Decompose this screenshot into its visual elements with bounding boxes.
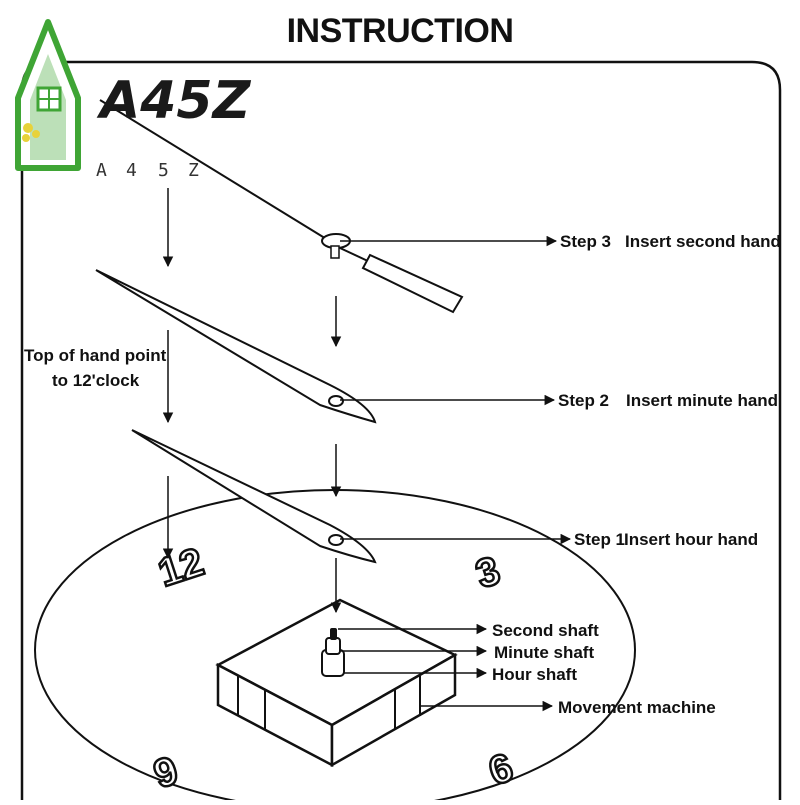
- brand-logo: A45Z A 4 5 Z: [15, 19, 252, 181]
- step-1-label: Step 1Insert hour hand: [574, 530, 758, 549]
- step-3-number: Step 3: [560, 232, 611, 251]
- step-3-label: Step 3 Insert second hand: [560, 232, 781, 251]
- hour-shaft-label: Hour shaft: [492, 665, 577, 684]
- second-hand: [99, 99, 464, 314]
- hint-line-1: Top of hand point: [24, 346, 167, 365]
- page-title: INSTRUCTION: [287, 12, 514, 50]
- step-1-number: Step 1: [574, 530, 625, 549]
- hour-hand: [131, 429, 377, 564]
- minute-shaft-label: Minute shaft: [494, 643, 594, 662]
- step-2-label: Step 2 Insert minute hand: [558, 391, 778, 410]
- callout-arrows: [338, 235, 572, 712]
- flower-icon: [23, 123, 33, 133]
- second-shaft-label: Second shaft: [492, 621, 599, 640]
- minute-hand: [95, 269, 377, 424]
- logo-letter: 4: [126, 160, 137, 181]
- step-3-text: Insert second hand: [625, 232, 781, 251]
- step-1-text: Insert hour hand: [624, 530, 758, 549]
- logo-letter: Z: [188, 160, 199, 181]
- logo-letter: 5: [158, 160, 169, 181]
- shaft-stack: [321, 628, 345, 677]
- logo-letter: A: [96, 160, 107, 181]
- logo-mark: A45Z: [96, 71, 252, 131]
- step-2-number: Step 2: [558, 391, 609, 410]
- hint-line-2: to 12'clock: [52, 371, 140, 390]
- step-2-text: Insert minute hand: [626, 391, 778, 410]
- movement-machine-label: Movement machine: [558, 698, 716, 717]
- assembly-arrows: [162, 188, 342, 614]
